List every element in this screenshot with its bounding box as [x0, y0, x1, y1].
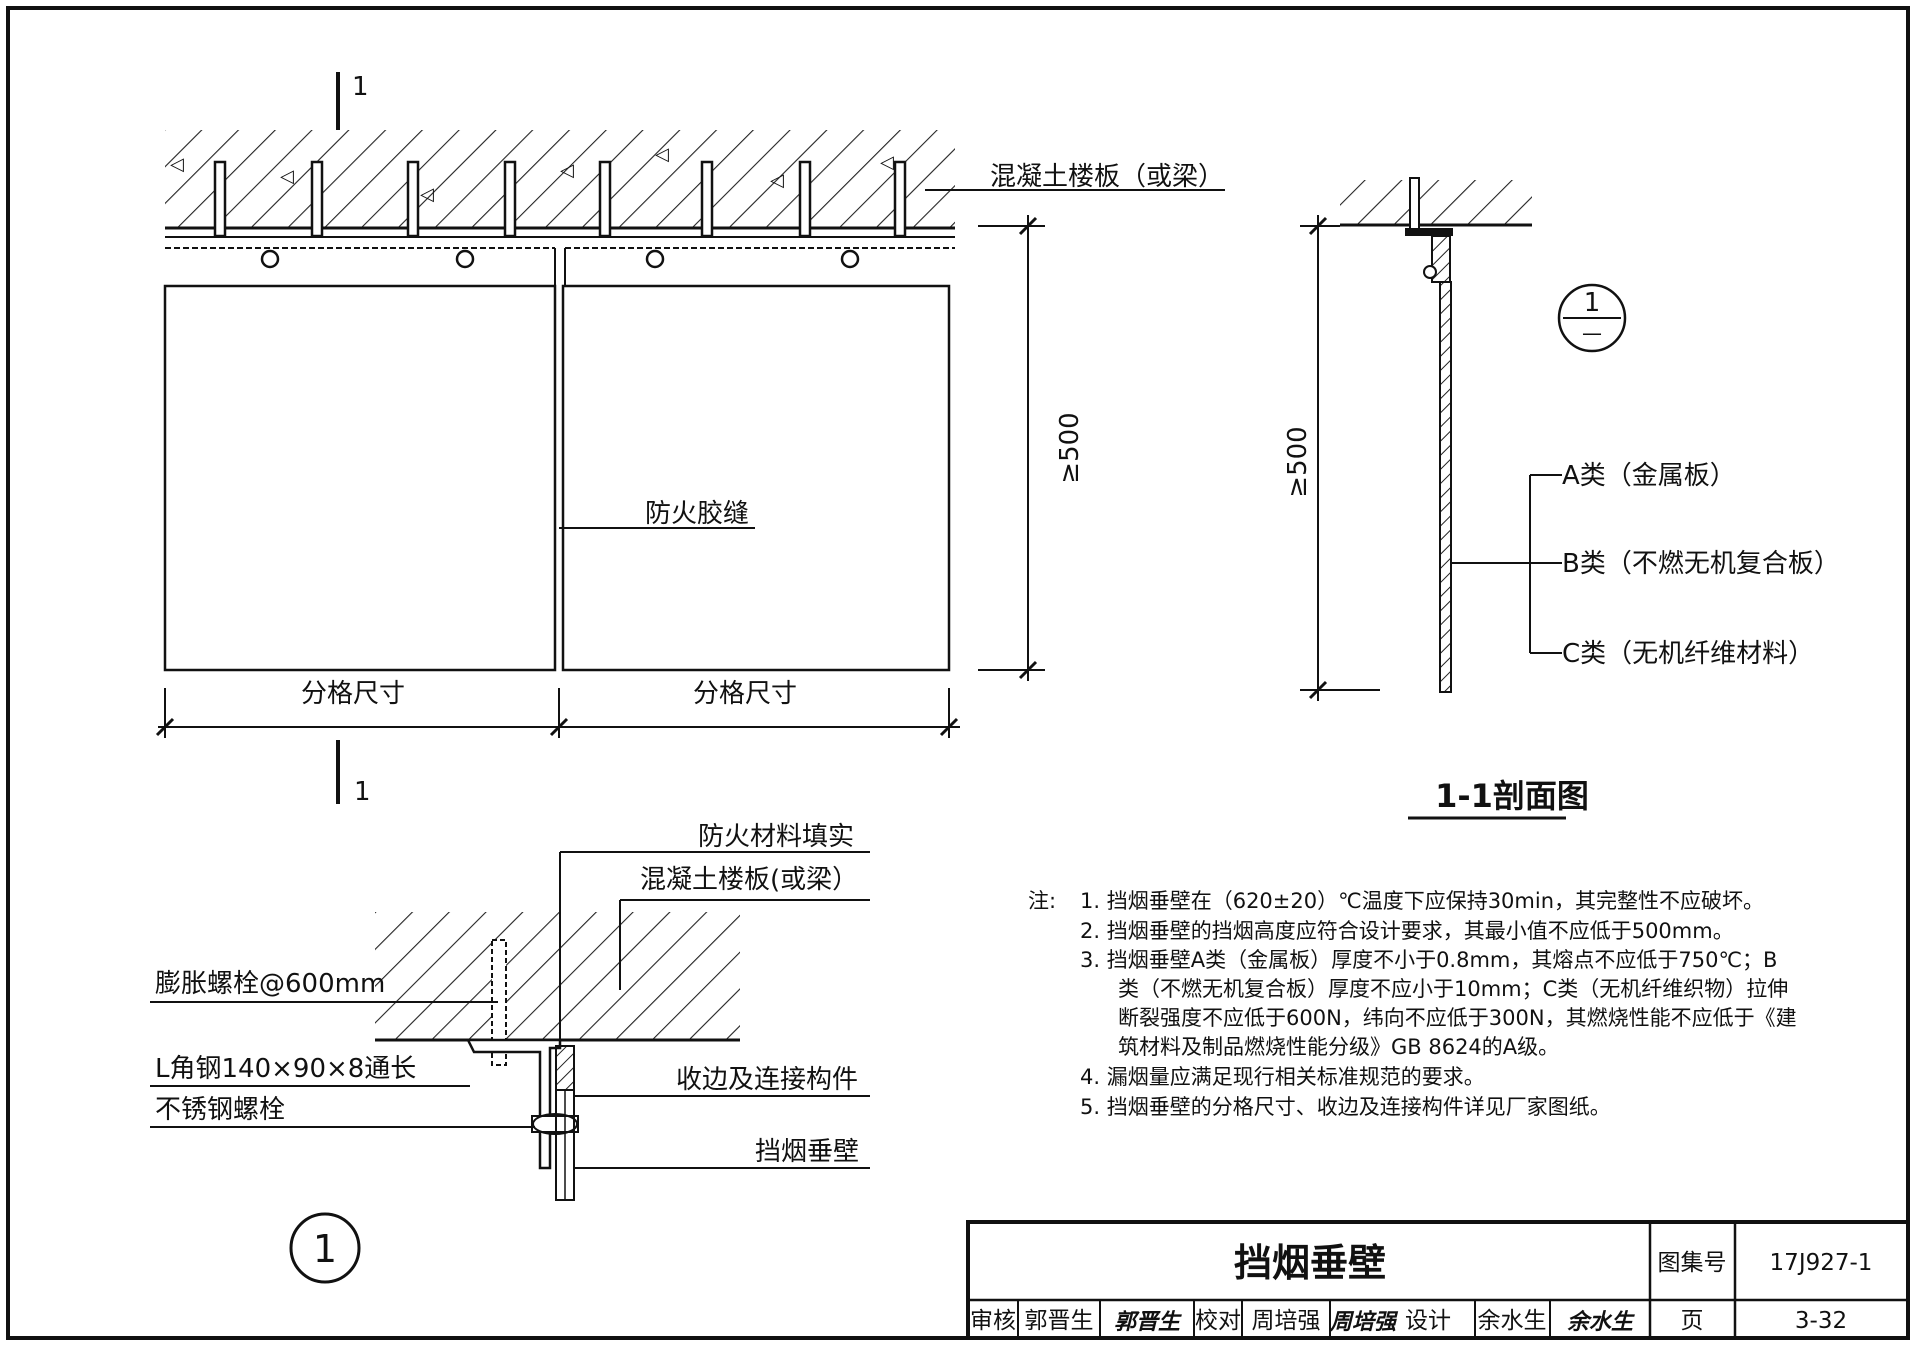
detail-index-circle — [289, 1212, 361, 1284]
panel-left — [163, 284, 557, 672]
slab-label: 混凝土楼板（或梁） — [990, 162, 1224, 192]
section-slab — [1340, 180, 1532, 225]
atlas-label: 图集号 — [1658, 1250, 1727, 1276]
section-height-dimension — [1300, 215, 1380, 701]
reviewer-name: 郭晋生 — [1025, 1308, 1094, 1334]
height-dimension — [978, 215, 1045, 681]
section-height-label: ≥500 — [1283, 426, 1313, 497]
grid-dimension — [155, 688, 960, 738]
note-line-4: 类（不燃无机复合板）厚度不应小于10mm；C类（无机纤维织物）拉伸 — [1118, 977, 1788, 1001]
checker-signature: 周培强 — [1329, 1309, 1399, 1335]
detail-view: 防火材料填实 混凝土楼板(或梁） 膨胀螺栓@600mm L角钢140×90×8通… — [150, 822, 870, 1284]
svg-text:◁: ◁ — [880, 152, 894, 173]
anchor-bolts — [213, 160, 907, 238]
type-c-label: C类（无机纤维材料） — [1562, 639, 1814, 669]
bolt-label: 膨胀螺栓@600mm — [155, 969, 385, 999]
section-callout-bottom: — — [1582, 321, 1602, 345]
svg-text:◁: ◁ — [420, 184, 434, 205]
elevation-view: 1 1 ◁ ◁ ◁ ◁ ◁ ◁ ◁ — [155, 72, 1225, 807]
height-dim-label: ≥500 — [1055, 412, 1085, 483]
page-no: 3-32 — [1795, 1308, 1847, 1334]
grid-dim-left: 分格尺寸 — [301, 679, 405, 709]
reviewer-signature: 郭晋生 — [1114, 1309, 1182, 1335]
section-callout — [1557, 283, 1627, 353]
section-curtain — [1439, 281, 1452, 693]
note-line-2: 2. 挡烟垂壁的挡烟高度应符合设计要求，其最小值不应低于500mm。 — [1080, 919, 1734, 943]
section-angle — [1405, 228, 1453, 236]
page-label: 页 — [1681, 1308, 1704, 1334]
curtain-label: 挡烟垂壁 — [755, 1137, 859, 1167]
svg-text:◁: ◁ — [280, 166, 294, 187]
notes-prefix: 注: — [1028, 889, 1056, 913]
detail-connector — [555, 1045, 575, 1091]
svg-text:◁: ◁ — [655, 144, 669, 165]
section-callout-top: 1 — [1584, 288, 1601, 318]
svg-text:◁: ◁ — [560, 160, 574, 181]
note-line-1: 1. 挡烟垂壁在（620±20）℃温度下应保持30min，其完整性不应破坏。 — [1080, 889, 1764, 913]
ss-bolt-label: 不锈钢螺栓 — [155, 1095, 285, 1125]
edge-label: 收边及连接构件 — [676, 1065, 858, 1095]
designer-signature: 余水生 — [1567, 1309, 1635, 1335]
fixing-holes — [260, 249, 860, 269]
detail-index-no: 1 — [313, 1227, 337, 1271]
design-label: 设计 — [1405, 1308, 1451, 1334]
review-label: 审核 — [970, 1308, 1016, 1334]
notes: 注: 1. 挡烟垂壁在（620±20）℃温度下应保持30min，其完整性不应破坏… — [1028, 889, 1797, 1119]
checker-name: 周培强 — [1252, 1308, 1321, 1334]
note-line-5: 断裂强度不应低于600N，纬向不应低于300N，其燃烧性能不应低于《建 — [1118, 1006, 1797, 1030]
concrete-slab: ◁ ◁ ◁ ◁ ◁ ◁ ◁ — [165, 130, 955, 238]
detail-slab-label: 混凝土楼板(或梁） — [640, 865, 858, 895]
grid-dim-right: 分格尺寸 — [693, 679, 797, 709]
sheet-border — [6, 6, 1910, 1340]
section-mark-bottom-label: 1 — [354, 777, 371, 807]
fill-label: 防火材料填实 — [698, 822, 854, 852]
section-title: 1-1剖面图 — [1435, 777, 1589, 815]
svg-text:◁: ◁ — [770, 170, 784, 191]
drawing-title: 挡烟垂壁 — [1234, 1241, 1386, 1285]
designer-name: 余水生 — [1478, 1308, 1547, 1334]
atlas-no: 17J927-1 — [1770, 1250, 1873, 1276]
section-mark-top-label: 1 — [352, 72, 369, 102]
note-line-6: 筑材料及制品燃烧性能分级》GB 8624的A级。 — [1118, 1035, 1559, 1059]
type-b-label: B类（不燃无机复合板） — [1562, 549, 1840, 579]
detail-slab — [375, 912, 740, 1040]
detail-angle — [465, 1038, 562, 1170]
title-block: 挡烟垂壁 图集号 17J927-1 审核 郭晋生 郭晋生 校对 周培强 周培强 … — [966, 1220, 1910, 1340]
detail-anchor-bolt — [491, 939, 507, 1066]
panel-right — [561, 284, 951, 672]
note-line-3: 3. 挡烟垂壁A类（金属板）厚度不小于0.8mm，其熔点不应低于750℃；B — [1080, 948, 1777, 972]
note-line-8: 5. 挡烟垂壁的分格尺寸、收边及连接构件详见厂家图纸。 — [1080, 1095, 1611, 1119]
type-a-label: A类（金属板） — [1562, 461, 1736, 491]
angle-label: L角钢140×90×8通长 — [155, 1054, 416, 1084]
note-line-7: 4. 漏烟量应满足现行相关标准规范的要求。 — [1080, 1065, 1485, 1089]
svg-text:◁: ◁ — [170, 154, 184, 175]
check-label: 校对 — [1195, 1308, 1241, 1334]
section-view: ≥500 1 — A类（金属板） B类（不燃无机复合板） C类（无机纤维材料） … — [1283, 177, 1840, 820]
joint-label: 防火胶缝 — [645, 499, 749, 529]
